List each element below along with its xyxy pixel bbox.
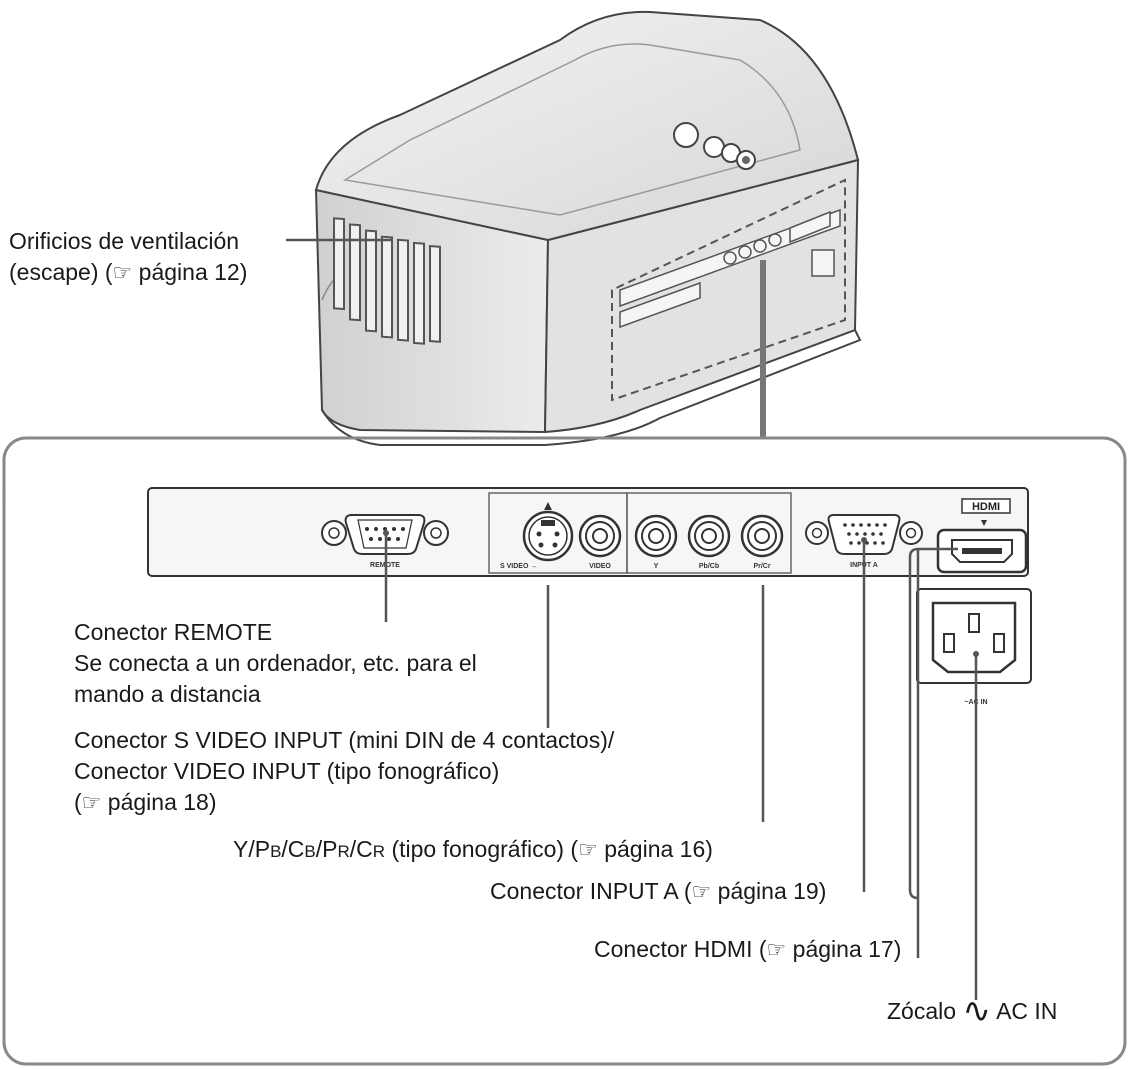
svideo-label-line3: (☞ página 18) [74,789,217,815]
remote-label-desc1: Se conecta a un ordenador, etc. para el [74,650,477,676]
svideo-label-line2: Conector VIDEO INPUT (tipo fonográfico) [74,758,500,784]
panel-label-video: VIDEO [589,563,611,570]
leader-lines [286,238,978,1000]
ypbpr-label: Y/PB/CB/PR/CR (tipo fonográfico) (☞ pági… [233,836,713,862]
inputa-label: Conector INPUT A (☞ página 19) [490,878,827,904]
video-connector-graphic [578,514,622,558]
leader-dot-inputa [861,537,867,543]
panel-label-prcr: Pr/Cr [753,563,770,570]
remote-label-desc2: mando a distancia [74,681,261,707]
svideo-label-line1: Conector S VIDEO INPUT (mini DIN de 4 co… [74,727,615,753]
panel-label-svideo: S VIDEO [500,563,529,570]
leader-dot-remote [383,530,389,536]
page-ref-icon: ☞ [81,790,102,815]
panel-label-pbcb: Pb/Cb [699,563,719,570]
hdmi-logo: HDMI [961,498,1011,514]
page-ref-icon: ☞ [578,837,598,862]
svideo-arrow-icon: → [530,563,537,570]
page-ref-icon: ☞ [766,937,787,962]
vent-label-line2: (escape) (☞ página 12) [9,259,248,285]
svideo-connector-graphic [522,502,574,562]
panel-label-y: Y [654,563,659,570]
page-ref-icon: ☞ [691,879,712,904]
vent-label-line1: Orificios de ventilación [9,228,240,254]
component-connectors-graphic [634,514,784,558]
inputa-connector-graphic [805,514,923,555]
hdmi-connector-graphic [936,520,1028,574]
acin-label: Zócalo ∿ AC IN [887,992,1058,1030]
ac-tilde-icon: ∿ [962,992,991,1030]
page-ref-icon: ☞ [112,260,133,285]
detail-frame [2,436,1127,1066]
remote-label-title: Conector REMOTE [74,619,273,645]
hdmi-label: Conector HDMI (☞ página 17) [594,936,902,962]
connector-panel: REMOTE S VIDEO → VIDEO Y Pb/Cb Pr/Cr INP… [147,487,1029,577]
svg-text:HDMI: HDMI [972,501,1000,513]
leader-hdmi-box [908,547,958,900]
leader-dot-acin [973,651,979,657]
ac-inlet-graphic: ~AC IN [916,588,1032,706]
projector-body [314,10,862,446]
